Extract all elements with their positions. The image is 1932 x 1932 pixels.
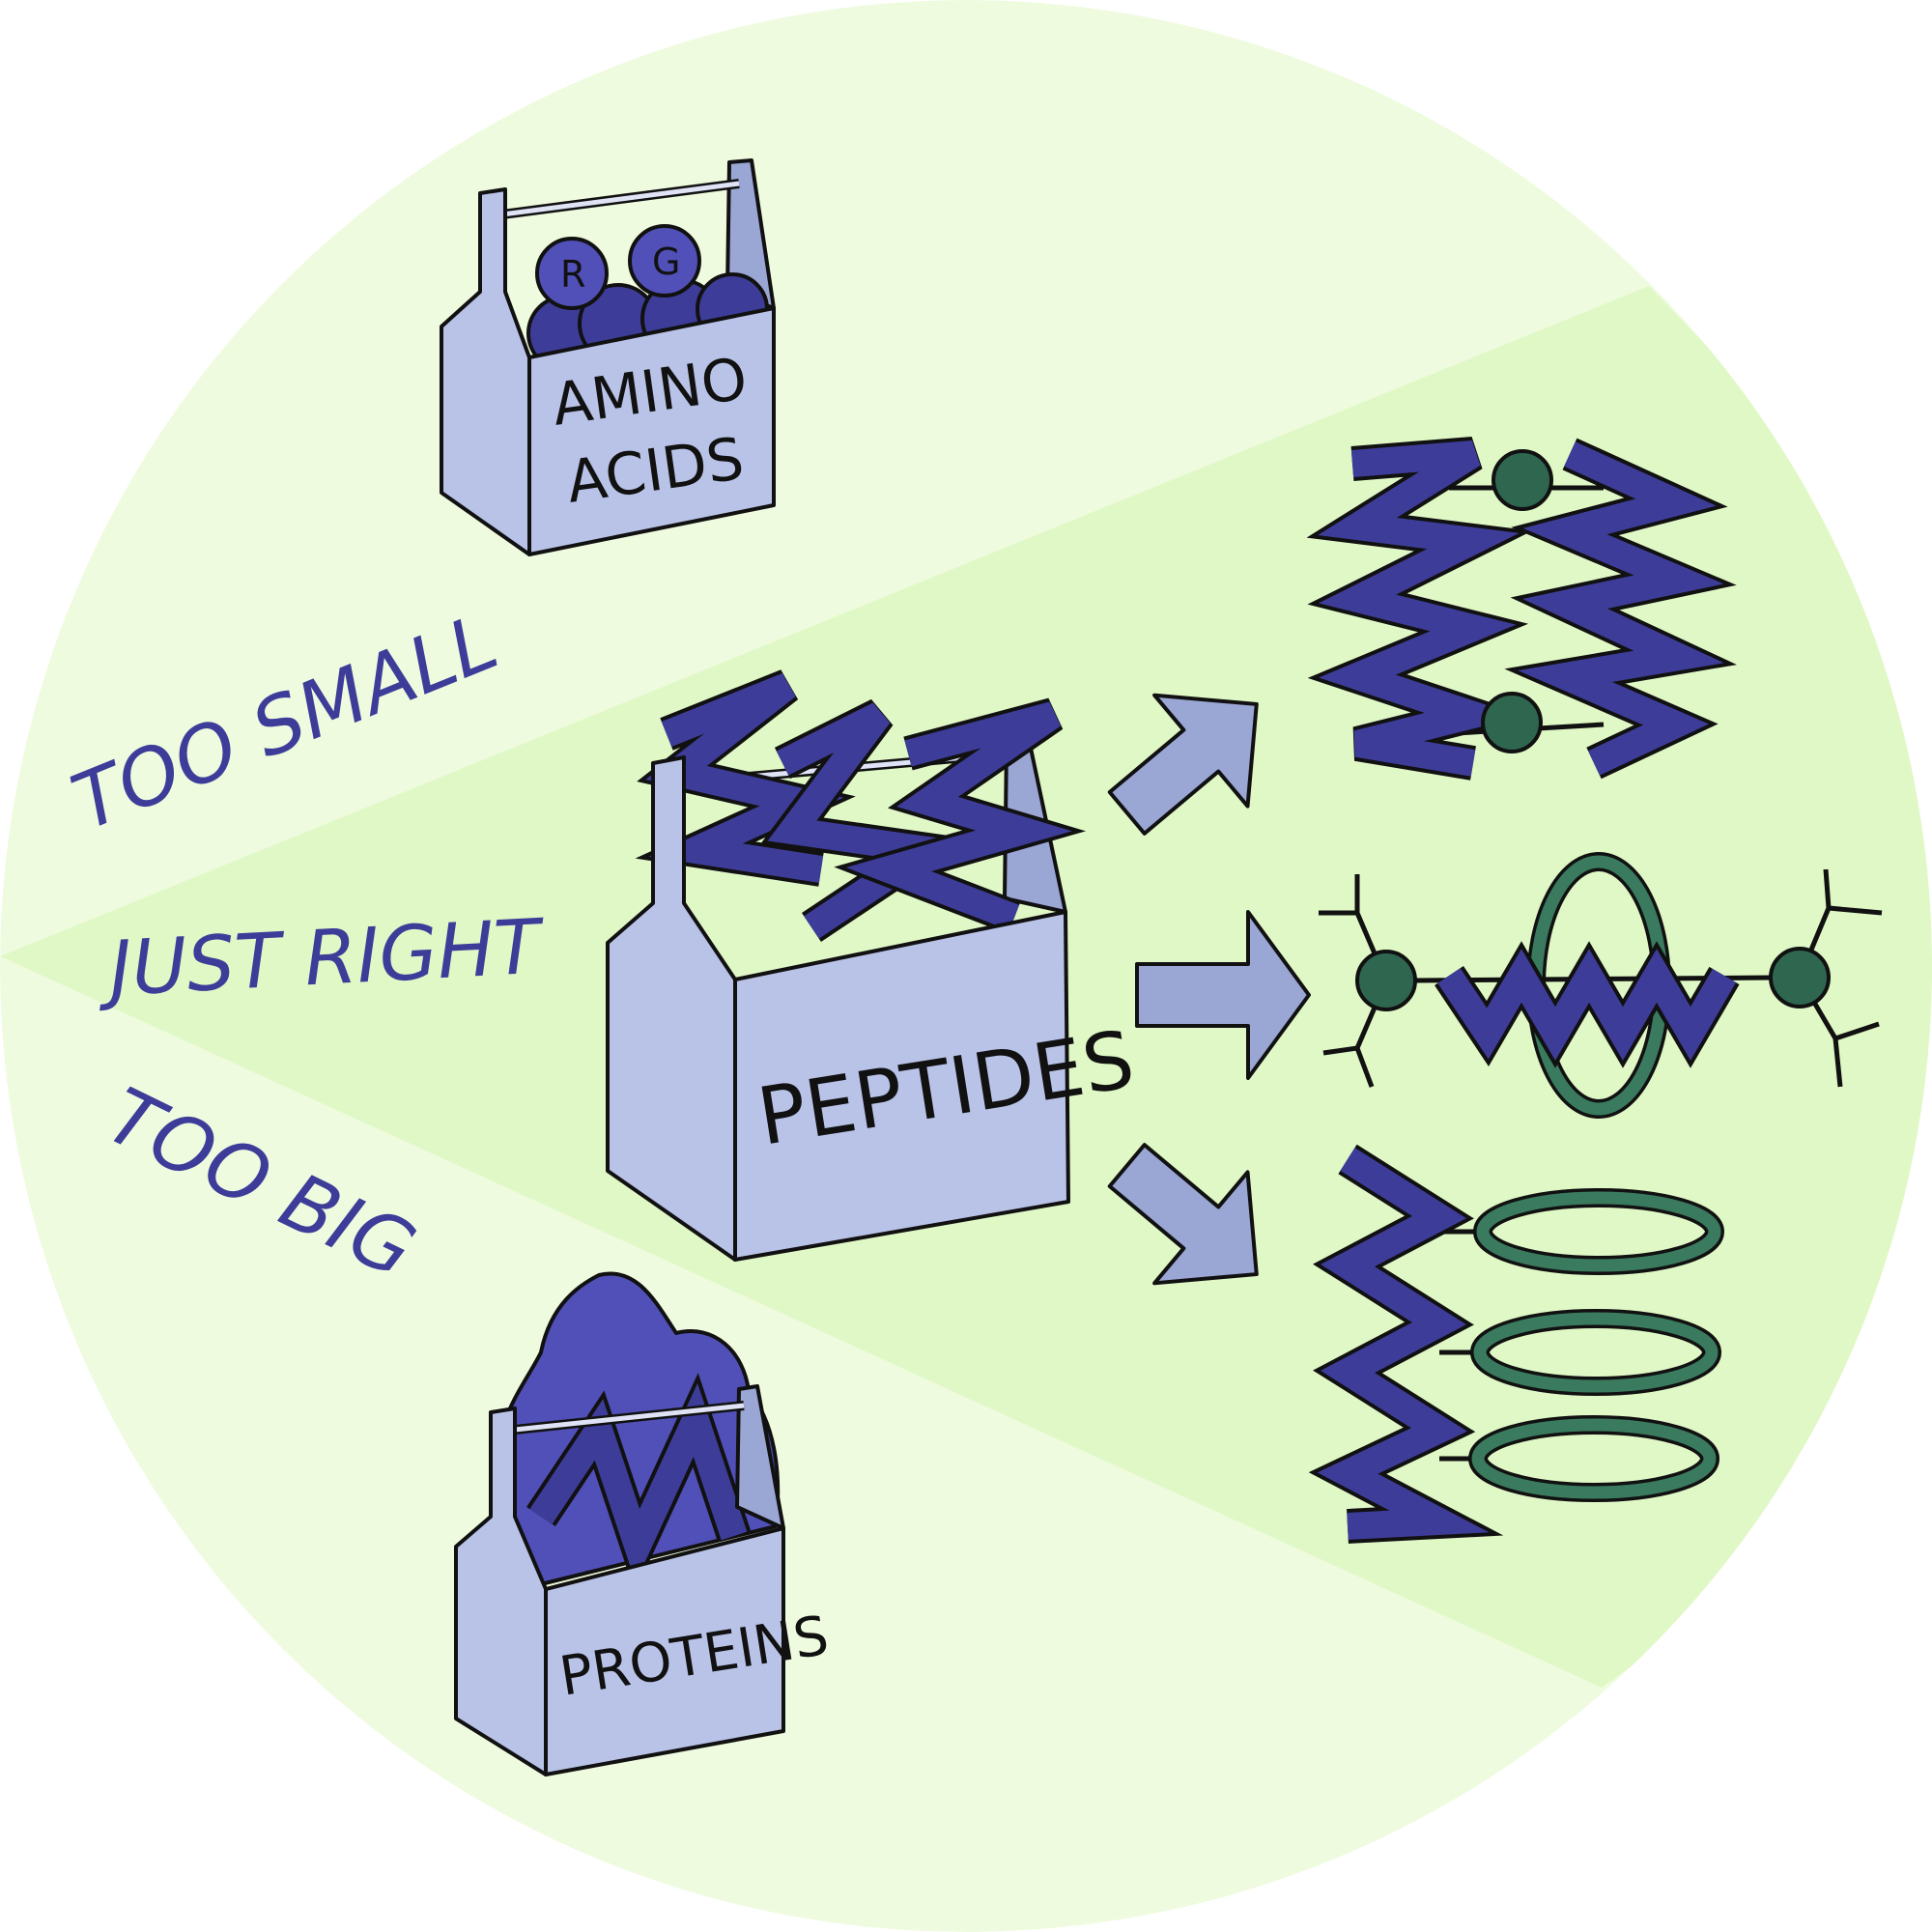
- arrow-down-right-icon: [1107, 1143, 1259, 1286]
- peptide-ribbons: [635, 669, 1087, 942]
- peptides-box: PEPTIDES: [606, 669, 1140, 1262]
- green-node: [1481, 692, 1543, 753]
- helix-bundle-structure: [1306, 437, 1737, 781]
- amino-ball-g: [628, 224, 701, 298]
- amino-acids-box: R G AMINO ACIDS: [440, 158, 776, 556]
- proteins-box: PROTEINS: [454, 1271, 833, 1776]
- helix-ring-structure: [1319, 852, 1883, 1119]
- arrow-right-icon: [1135, 910, 1311, 1080]
- green-node: [1492, 449, 1553, 511]
- helix-rings-structure: [1308, 1144, 1724, 1544]
- green-node: [1355, 950, 1417, 1011]
- arrow-up-right-icon: [1107, 693, 1259, 836]
- amino-ball-r: [535, 237, 609, 310]
- green-node: [1769, 947, 1831, 1009]
- amino-letter-g: G: [652, 241, 680, 283]
- amino-letter-r: R: [560, 253, 585, 296]
